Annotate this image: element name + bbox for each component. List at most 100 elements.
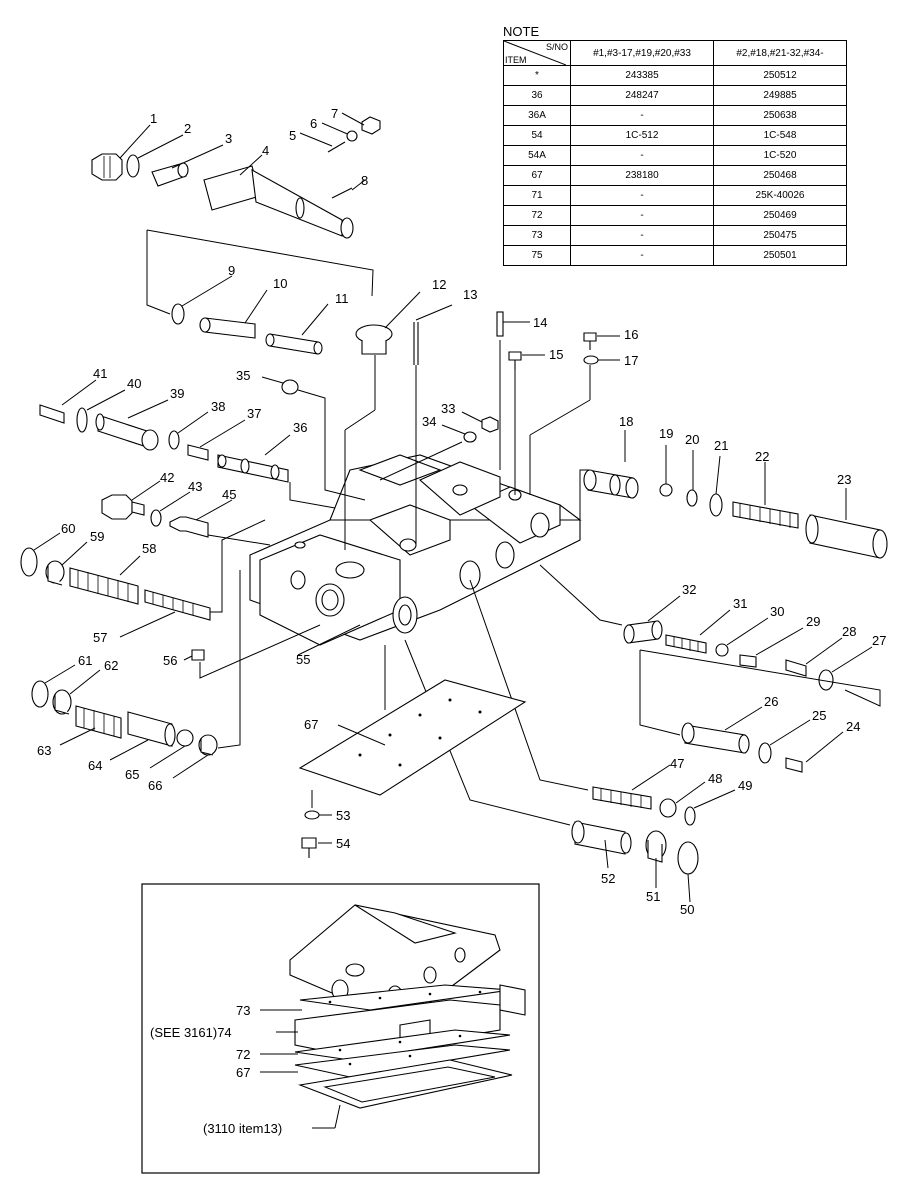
part-33-plug (481, 416, 499, 433)
callout-62: 62 (104, 658, 118, 673)
note-cell-item: 54 (503, 125, 571, 146)
inset-plate-67 (294, 1044, 511, 1078)
part-49-oring (684, 806, 696, 826)
callout-15: 15 (549, 347, 563, 362)
callout-61: 61 (78, 653, 92, 668)
note-cell-a: 1C-512 (570, 125, 714, 146)
part-41-fitting (39, 404, 65, 424)
note-cell-a: 238180 (570, 165, 714, 186)
callout-45: 45 (222, 487, 236, 502)
part-24-fitting (785, 757, 803, 773)
callout-48: 48 (708, 771, 722, 786)
callout-40: 40 (127, 376, 141, 391)
callout-2: 2 (184, 121, 191, 136)
part-2-oring (126, 154, 140, 178)
part-8-pin (331, 187, 353, 199)
callout-28: 28 (842, 624, 856, 639)
part-64-sleeve (127, 711, 176, 747)
note-cell-item: * (503, 65, 571, 86)
note-row: 75-250501 (503, 245, 847, 266)
callout-16: 16 (624, 327, 638, 342)
part-14-pin (496, 311, 504, 337)
part-10-spool (199, 317, 256, 339)
note-header-sno: S/NO (545, 42, 568, 52)
part-29-screw (739, 654, 757, 668)
note-title: NOTE (503, 24, 540, 39)
part-26-plunger (681, 722, 750, 754)
part-66-cap (198, 734, 218, 756)
note-cell-b: 249885 (713, 85, 847, 106)
note-cell-a: - (570, 205, 714, 226)
callout-65: 65 (125, 767, 139, 782)
inset-label-3110: (3110 item13) (203, 1121, 282, 1136)
part-57-spring (144, 589, 211, 621)
callout-9: 9 (228, 263, 235, 278)
callout-21: 21 (714, 438, 728, 453)
callout-36: 36 (293, 420, 307, 435)
part-16-screw (583, 332, 597, 350)
callout-31: 31 (733, 596, 747, 611)
note-cell-b: 250638 (713, 105, 847, 126)
part-61-oring (31, 680, 49, 708)
callout-30: 30 (770, 604, 784, 619)
callout-14: 14 (533, 315, 547, 330)
part-36-valve-spool (217, 454, 289, 483)
callout-18: 18 (619, 414, 633, 429)
part-6-ring (346, 130, 358, 142)
callout-10: 10 (273, 276, 287, 291)
callout-6: 6 (310, 116, 317, 131)
part-52-plug (571, 820, 632, 855)
part-22-spring (732, 501, 799, 529)
callout-64: 64 (88, 758, 102, 773)
part-11-sleeve (265, 333, 323, 355)
part-28-pin (785, 659, 807, 677)
note-cell-b: 1C-520 (713, 145, 847, 166)
inset-label-74: (SEE 3161)74 (150, 1025, 232, 1040)
callout-3: 3 (225, 131, 232, 146)
part-67-gasket (298, 679, 527, 796)
callout-12: 12 (432, 277, 446, 292)
note-cell-a: 248247 (570, 85, 714, 106)
part-5-pin (327, 141, 346, 153)
callout-1: 1 (150, 111, 157, 126)
note-header-corner: S/NO ITEM (503, 40, 571, 66)
callout-29: 29 (806, 614, 820, 629)
callout-50: 50 (680, 902, 694, 917)
note-row: 54A-1C-520 (503, 145, 847, 166)
note-cell-b: 250468 (713, 165, 847, 186)
note-header-item: ITEM (505, 55, 527, 65)
callout-4: 4 (262, 143, 269, 158)
part-43-oring (150, 509, 162, 527)
note-cell-item: 54A (503, 145, 571, 166)
part-9-oring (171, 303, 185, 325)
callout-47: 47 (670, 756, 684, 771)
part-63-spring (75, 705, 122, 739)
callout-34: 34 (422, 414, 436, 429)
part-12-plug (355, 324, 393, 355)
part-3-spool (151, 162, 189, 187)
callout-19: 19 (659, 426, 673, 441)
callout-49: 49 (738, 778, 752, 793)
note-cell-b: 250475 (713, 225, 847, 246)
note-cell-item: 71 (503, 185, 571, 206)
part-47-spring (592, 786, 652, 810)
part-7-plug (361, 116, 381, 135)
part-56-screw (191, 649, 205, 661)
part-39-sleeve (95, 413, 159, 451)
note-row: 36A-250638 (503, 105, 847, 126)
note-cell-a: 243385 (570, 65, 714, 86)
part-25-oring (758, 742, 772, 764)
part-4-valve-body (203, 165, 354, 239)
note-cell-b: 250469 (713, 205, 847, 226)
note-header-row: S/NO ITEM #1,#3-17,#19,#20,#33 #2,#18,#2… (503, 40, 847, 66)
callout-63: 63 (37, 743, 51, 758)
callout-13: 13 (463, 287, 477, 302)
callout-35: 35 (236, 368, 250, 383)
callout-20: 20 (685, 432, 699, 447)
part-30-oring (715, 643, 729, 657)
part-40-oring (76, 407, 88, 433)
callout-41: 41 (93, 366, 107, 381)
